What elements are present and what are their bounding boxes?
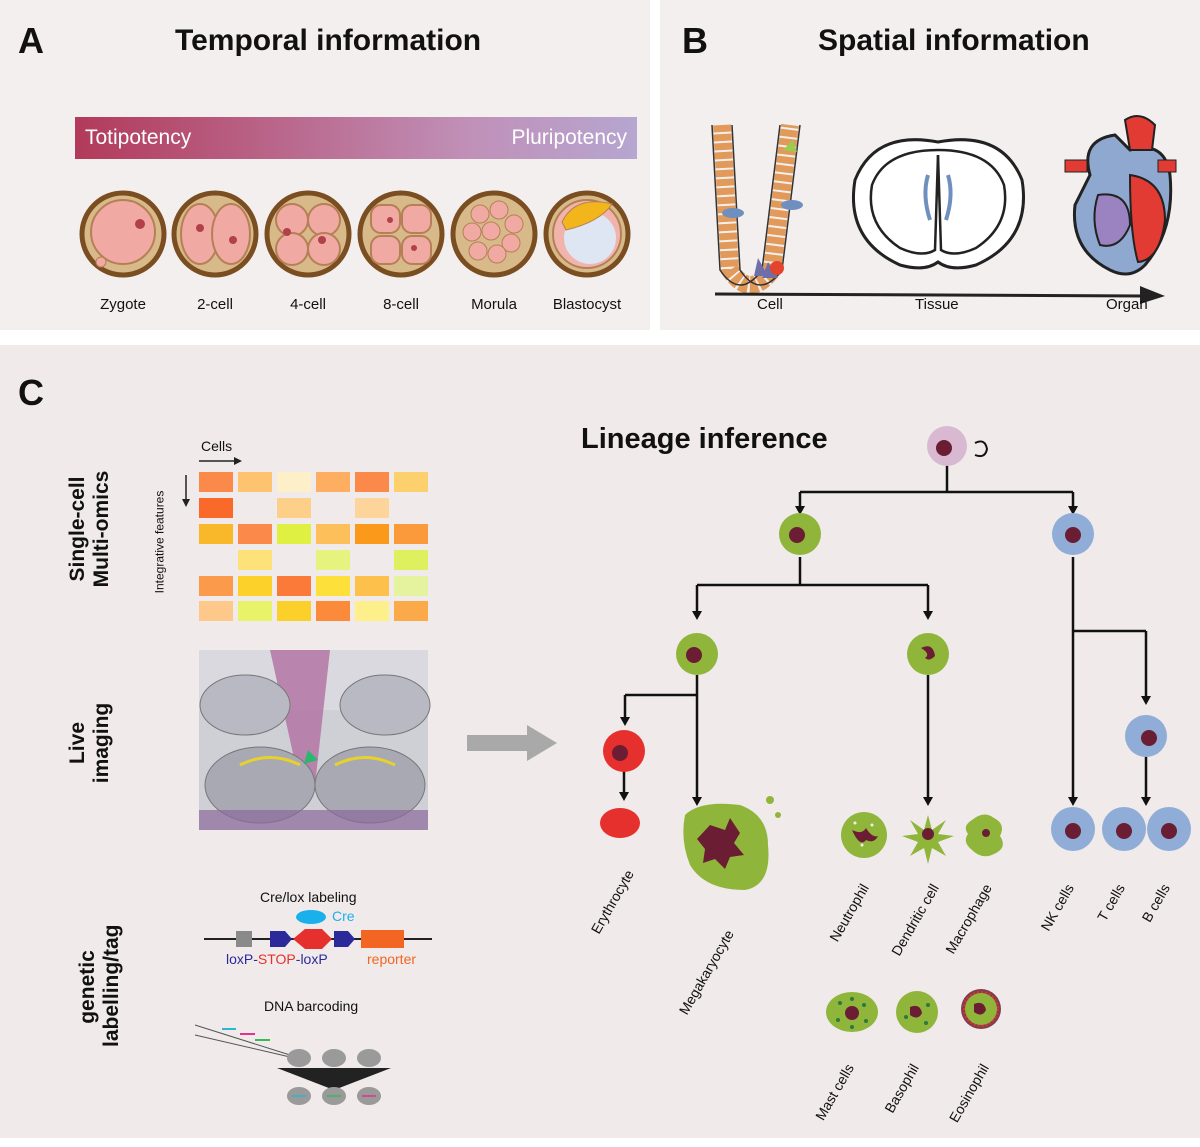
dendritic-cell-icon <box>902 815 954 864</box>
panel-c: C Lineage inference Single-cell Multi-om… <box>0 345 1200 1138</box>
erythroblast-icon <box>603 730 645 772</box>
crelox-title: Cre/lox labeling <box>260 889 357 905</box>
dna-barcoding-graphic <box>194 1024 391 1105</box>
loxp-left: loxP- <box>226 951 258 967</box>
scale-axis-line <box>714 292 1156 298</box>
reporter-label: reporter <box>367 951 417 967</box>
loxp-stop-loxp-label: loxP-STOP-loxP <box>226 951 328 967</box>
stage-8-cell: 8-cell <box>383 296 419 313</box>
eosinophil-cell-icon <box>961 989 1001 1029</box>
panel-c-title: Lineage inference <box>581 423 828 455</box>
lineage-diagram-graphic <box>182 426 1191 1105</box>
erythrocyte-cell-icon <box>600 808 640 838</box>
crelox-construct <box>204 910 432 949</box>
panel-b: B Spatial information <box>660 0 1200 330</box>
totipotency-label: Totipotency <box>85 126 192 149</box>
stage-4-cell: 4-cell <box>290 296 326 313</box>
panel-a: A Temporal information Totipotency Pluri… <box>0 0 650 330</box>
stage-zygote: Zygote <box>100 296 146 313</box>
macrophage-cell-icon <box>965 814 1003 857</box>
panel-c-label: C <box>18 372 44 413</box>
dna-barcoding-title: DNA barcoding <box>264 998 359 1014</box>
myeloid-progenitor-icon <box>779 513 821 555</box>
four-cell-embryo-icon <box>264 190 352 278</box>
panel-b-title: Spatial information <box>818 24 1090 57</box>
gmp-progenitor-icon <box>907 633 949 675</box>
eight-cell-embryo-icon <box>357 190 445 278</box>
loxp-right: -loxP <box>295 951 328 967</box>
lymphoid-precursor-icon <box>1125 715 1167 757</box>
panel-a-label: A <box>18 20 44 61</box>
two-cell-embryo-icon <box>171 190 259 278</box>
basophil-cell-icon <box>896 991 938 1033</box>
flow-arrow <box>467 725 557 761</box>
cells-axis-label: Cells <box>201 438 233 454</box>
neutrophil-cell-icon <box>841 812 887 858</box>
spatial-scale-graphic <box>711 115 1177 304</box>
embryo-stages-graphic <box>79 190 631 278</box>
stage-2-cell: 2-cell <box>197 296 233 313</box>
pluripotency-label: Pluripotency <box>511 126 627 149</box>
stage-blastocyst: Blastocyst <box>552 296 622 313</box>
mast-cell-icon <box>826 992 878 1032</box>
morula-embryo-icon <box>450 190 538 278</box>
megakaryocyte-cell-icon <box>683 796 781 890</box>
panel-a-title: Temporal information <box>175 24 482 57</box>
lineage-tree-arrowheads <box>619 506 1151 806</box>
stop-text: STOP <box>257 951 296 967</box>
t-cell-icon <box>1102 807 1146 851</box>
multiomics-heatmap <box>182 457 428 621</box>
b-cell-icon <box>1147 807 1191 851</box>
brain-tissue-icon <box>852 138 1025 270</box>
crypt-cell-icon <box>711 123 803 294</box>
potency-gradient-bar: Totipotency Pluripotency <box>75 117 637 159</box>
stage-morula: Morula <box>471 296 517 313</box>
panel-b-label: B <box>682 20 708 61</box>
heart-organ-icon <box>1064 115 1177 276</box>
scale-axis-arrowhead <box>1140 286 1165 304</box>
stem-cell-icon <box>927 426 989 466</box>
axis-label-organ: Organ <box>1106 296 1148 313</box>
axis-label-cell: Cell <box>757 296 783 313</box>
blastocyst-embryo-icon <box>543 190 631 278</box>
mep-progenitor-icon <box>676 633 718 675</box>
axis-label-tissue: Tissue <box>915 296 959 313</box>
nk-cell-icon <box>1051 807 1095 851</box>
zygote-embryo-icon <box>79 190 167 278</box>
lymphoid-progenitor-icon <box>1052 513 1094 555</box>
live-imaging-microscope-image <box>199 650 431 830</box>
cre-label: Cre <box>332 908 355 924</box>
